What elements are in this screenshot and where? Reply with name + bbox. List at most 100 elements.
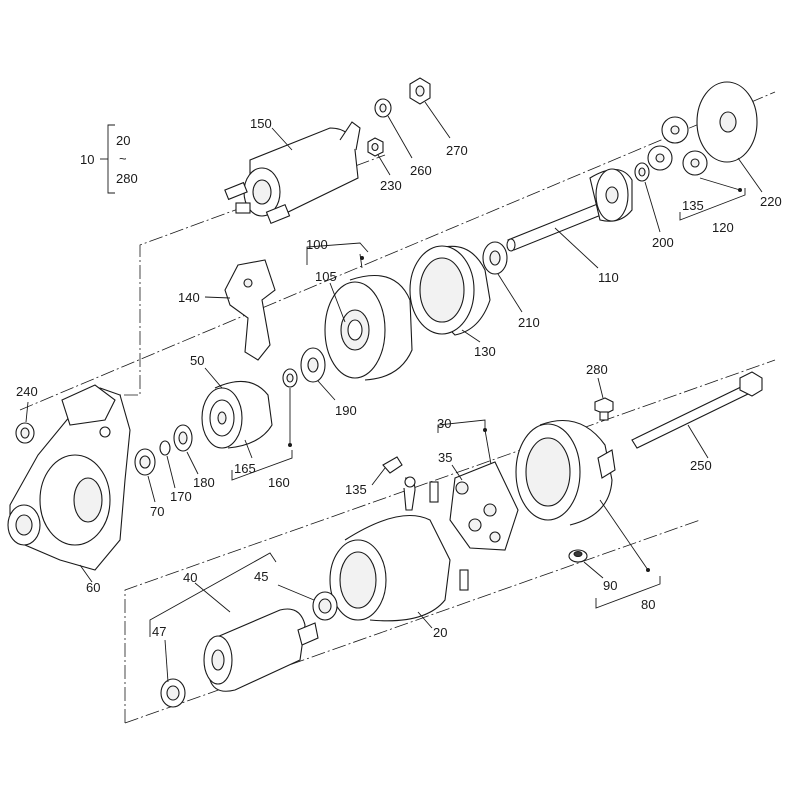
washer-200 xyxy=(634,162,650,182)
snap-ring-170 xyxy=(159,440,171,456)
leader-100 xyxy=(359,253,363,269)
leader-60 xyxy=(79,564,93,583)
label-270: 270 xyxy=(446,143,468,158)
label-50: 50 xyxy=(190,353,204,368)
leader-70 xyxy=(147,475,156,503)
leader-150 xyxy=(271,127,293,151)
bracket-80 xyxy=(595,576,661,609)
label-110: 110 xyxy=(598,270,619,285)
label-20-range-start: 20 xyxy=(116,133,130,148)
leader-220 xyxy=(737,157,763,193)
label-170: 170 xyxy=(170,489,192,504)
label-220: 220 xyxy=(760,194,782,209)
internal-gear-130 xyxy=(409,245,491,336)
washer-220 xyxy=(696,81,758,163)
leader-45 xyxy=(277,584,315,601)
leader-135b xyxy=(371,467,386,486)
washer-210 xyxy=(482,241,508,275)
label-60: 60 xyxy=(86,580,100,595)
leader-20b xyxy=(417,611,433,629)
planetary-gear-100 xyxy=(324,275,413,381)
dot-80 xyxy=(646,568,650,572)
bracket-120 xyxy=(679,188,746,221)
leader-230 xyxy=(377,154,391,176)
label-80: 80 xyxy=(641,597,655,612)
label-280: 280 xyxy=(586,362,608,377)
bracket-160 xyxy=(231,450,293,481)
bushing-240 xyxy=(15,422,35,444)
leader-200 xyxy=(644,181,661,233)
washer-190 xyxy=(300,347,326,383)
label-150: 150 xyxy=(250,116,272,131)
label-260: 260 xyxy=(410,163,432,178)
bearing-45 xyxy=(312,591,338,621)
leader-170 xyxy=(166,455,176,489)
clutch-pinion-50 xyxy=(201,380,273,449)
nut-270 xyxy=(409,77,431,105)
label-200: 200 xyxy=(652,235,674,250)
brush-holder-35 xyxy=(449,461,519,551)
leader-40 xyxy=(194,582,231,613)
leader-47 xyxy=(164,639,169,683)
label-190: 190 xyxy=(335,403,357,418)
leader-80 xyxy=(599,499,649,571)
grommet-90 xyxy=(568,549,588,563)
leader-210 xyxy=(497,273,523,313)
solenoid-150 xyxy=(224,121,361,225)
through-bolt-250 xyxy=(631,371,763,449)
leader-190 xyxy=(317,380,336,401)
label-160: 160 xyxy=(268,475,290,490)
leader-140 xyxy=(204,296,231,299)
label-47: 47 xyxy=(152,624,166,639)
leader-260 xyxy=(387,115,413,159)
label-100: 100 xyxy=(306,237,328,252)
shaft-110 xyxy=(506,168,633,252)
label-30: 30 xyxy=(437,416,451,431)
nut-230 xyxy=(367,137,384,157)
leader-135a xyxy=(699,177,741,191)
label-165: 165 xyxy=(234,461,256,476)
label-105: 105 xyxy=(315,269,337,284)
assembly-bracket-10 xyxy=(100,124,115,194)
dot-135a xyxy=(738,188,742,192)
label-45: 45 xyxy=(254,569,268,584)
label-135-terminal: 135 xyxy=(345,482,367,497)
armature-40 xyxy=(203,608,319,692)
label-70: 70 xyxy=(150,504,164,519)
leader-90 xyxy=(583,561,604,579)
bracket-40 xyxy=(149,552,277,637)
label-20-yoke: 20 xyxy=(433,625,447,640)
bracket-30 xyxy=(437,419,486,433)
screw-280 xyxy=(594,397,614,421)
bushing-70 xyxy=(134,448,156,476)
front-housing-60 xyxy=(7,384,131,571)
pinion-clip-160 xyxy=(282,368,298,388)
label-250: 250 xyxy=(690,458,712,473)
dot-100 xyxy=(360,256,364,260)
leader-250 xyxy=(687,424,709,459)
leader-110 xyxy=(554,227,599,269)
leader-130 xyxy=(461,329,481,343)
label-range-tilde: ~ xyxy=(119,151,127,166)
label-10: 10 xyxy=(80,152,94,167)
label-90: 90 xyxy=(603,578,617,593)
leader-50 xyxy=(204,367,223,389)
leader-240 xyxy=(25,401,29,423)
dot-160 xyxy=(288,443,292,447)
callout-labels: 10 20 ~ 280 150 260 270 230 220 200 135 … xyxy=(16,116,782,640)
leader-165 xyxy=(244,439,253,459)
label-240: 240 xyxy=(16,384,38,399)
washer-260 xyxy=(374,98,392,118)
bearing-47 xyxy=(160,678,186,708)
label-35: 35 xyxy=(438,450,452,465)
label-180: 180 xyxy=(193,475,215,490)
shift-lever-140 xyxy=(224,259,276,361)
leader-180 xyxy=(186,451,199,475)
leader-270 xyxy=(424,101,451,139)
bracket-100 xyxy=(306,242,369,265)
rear-cover-80 xyxy=(515,420,616,526)
label-135-gears: 135 xyxy=(682,198,704,213)
ring-180 xyxy=(173,424,193,452)
label-280-range-end: 280 xyxy=(116,171,138,186)
